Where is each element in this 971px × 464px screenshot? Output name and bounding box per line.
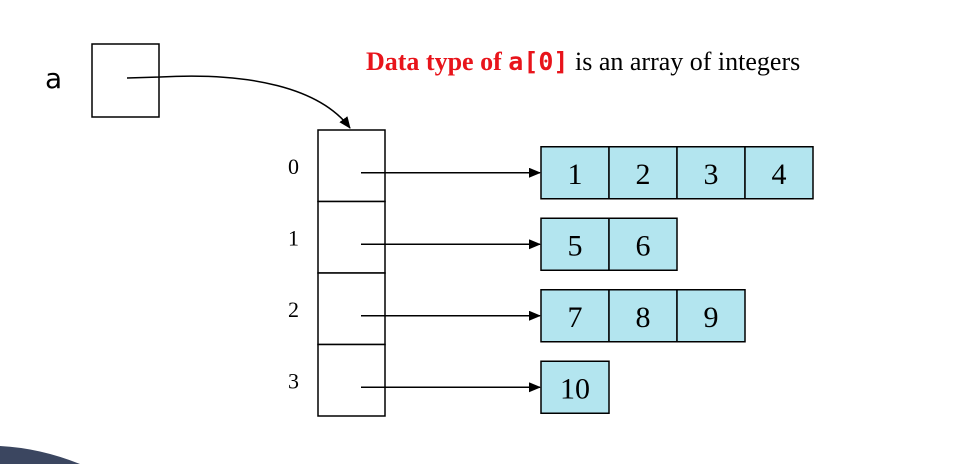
inner-array-value: 2 (636, 158, 651, 191)
outer-array: 0 1 2 3 (288, 129, 541, 417)
inner-array-value: 5 (568, 229, 583, 262)
outer-array-index: 0 (288, 154, 299, 179)
outer-array-index: 2 (288, 297, 299, 322)
caption: Data type of a[0] is an array of integer… (366, 47, 800, 76)
inner-array-cell (676, 146, 746, 200)
inner-array-value: 4 (772, 158, 787, 191)
variable-label: a (45, 62, 62, 95)
inner-array-row: 10 (540, 360, 610, 414)
caption-prefix: Data type of (366, 47, 508, 76)
inner-array-value: 9 (704, 301, 719, 334)
inner-array-value: 3 (704, 158, 719, 191)
inner-array-value: 7 (568, 301, 583, 334)
variable-pointer-arrow (126, 75, 351, 129)
caption-suffix: is an array of integers (568, 47, 800, 76)
inner-array-cell (608, 217, 678, 271)
inner-array-cell (676, 289, 746, 343)
inner-array-value: 10 (560, 372, 590, 405)
outer-array-index: 3 (288, 368, 299, 393)
inner-array-value: 8 (636, 301, 651, 334)
inner-array-value: 6 (636, 229, 651, 262)
inner-array-cell (608, 146, 678, 200)
outer-array-cell (317, 200, 386, 274)
inner-array-row: 1 2 3 4 (540, 146, 814, 200)
outer-array-index: 1 (288, 225, 299, 250)
outer-array-cell (317, 129, 386, 203)
variable-box (91, 43, 160, 118)
outer-array-cell (317, 272, 386, 346)
corner-shade (0, 446, 80, 464)
inner-array-cell (744, 146, 814, 200)
inner-array-value: 1 (568, 158, 583, 191)
inner-array-row: 7 8 9 (540, 289, 746, 343)
inner-array-cell (540, 360, 610, 414)
caption-code: a[0] (508, 47, 568, 76)
inner-array-cell (540, 146, 610, 200)
outer-array-cell (317, 343, 386, 417)
